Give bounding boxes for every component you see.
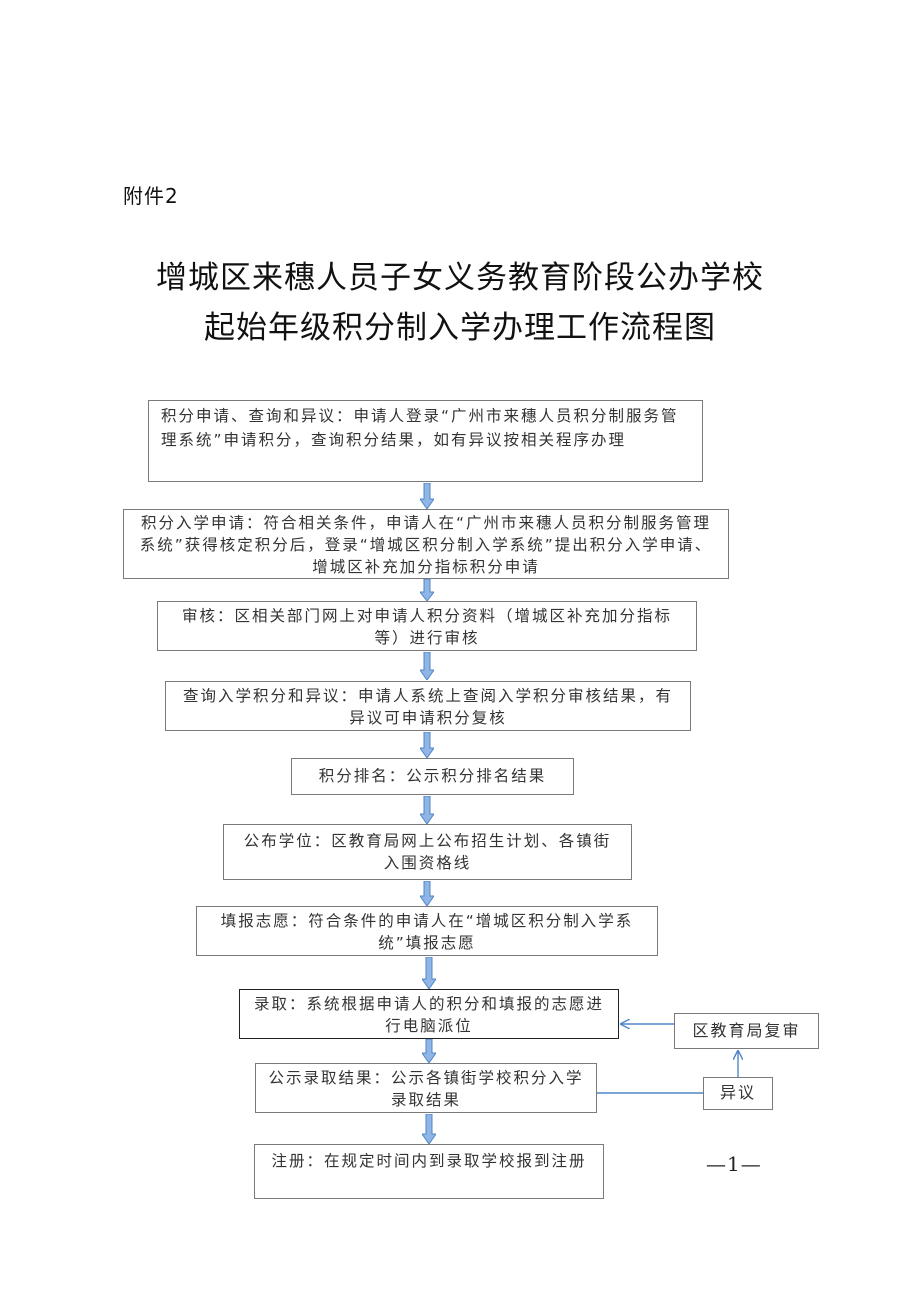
arrow-4-5: [420, 732, 434, 758]
arrow-9-10: [422, 1114, 436, 1144]
step-3-box: 审核：区相关部门网上对申请人积分资料（增城区补充加分指标等）进行审核: [157, 601, 697, 651]
title-line-2: 起始年级积分制入学办理工作流程图: [204, 310, 716, 346]
step-5-box: 积分排名：公示积分排名结果: [291, 758, 574, 795]
arrow-8-9: [422, 1039, 436, 1063]
step-1-box: 积分申请、查询和异议：申请人登录“广州市来穗人员积分制服务管理系统”申请积分，查…: [148, 400, 703, 482]
objection-box: 异议: [703, 1077, 773, 1110]
attachment-label: 附件2: [123, 184, 179, 208]
step-6-box: 公布学位：区教育局网上公布招生计划、各镇街入围资格线: [223, 824, 632, 880]
review-box: 区教育局复审: [674, 1013, 819, 1049]
step-7-box: 填报志愿：符合条件的申请人在“增城区积分制入学系统”填报志愿: [196, 906, 658, 956]
step-4-box: 查询入学积分和异议：申请人系统上查阅入学积分审核结果，有异议可申请积分复核: [165, 681, 691, 731]
arrow-3-4: [420, 652, 434, 680]
arrow-1-2: [420, 483, 434, 509]
step-9-box: 公示录取结果：公示各镇街学校积分入学录取结果: [255, 1063, 597, 1113]
arrow-5-6: [420, 796, 434, 824]
arrow-7-8: [422, 957, 436, 989]
page-number: —1—: [706, 1152, 762, 1176]
step-2-box: 积分入学申请：符合相关条件，申请人在“广州市来穗人员积分制服务管理系统”获得核定…: [123, 509, 729, 579]
title-line-1: 增城区来穗人员子女义务教育阶段公办学校: [156, 260, 764, 296]
arrow-6-7: [420, 881, 434, 906]
step-10-box: 注册：在规定时间内到录取学校报到注册: [254, 1144, 604, 1199]
arrow-2-3: [420, 579, 434, 601]
step-8-box: 录取：系统根据申请人的积分和填报的志愿进行电脑派位: [239, 989, 619, 1039]
